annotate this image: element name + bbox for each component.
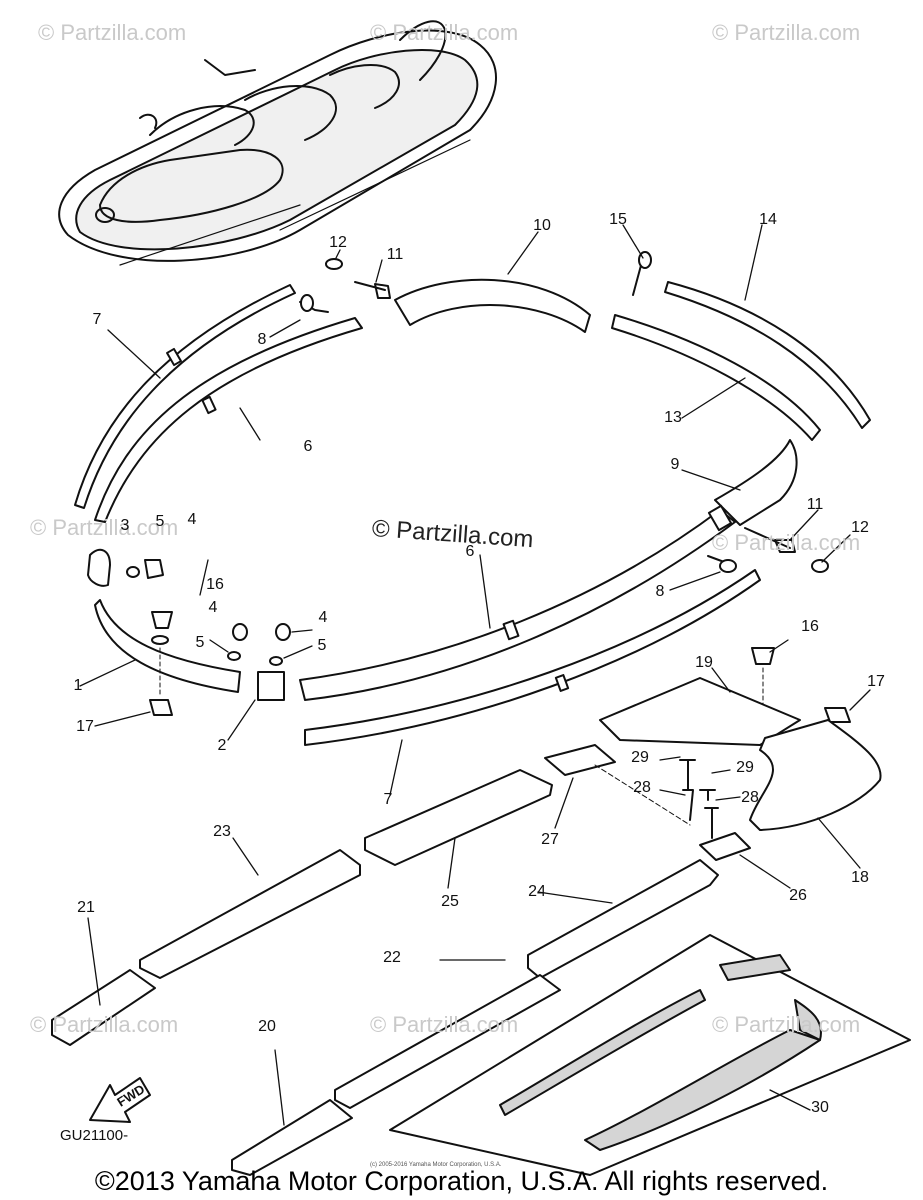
callout-28: 28 — [741, 789, 759, 806]
callout-12: 12 — [329, 234, 347, 251]
part-6-rail-upper — [94, 317, 363, 523]
callout-16: 16 — [206, 576, 224, 593]
part-7-rail-upper — [74, 284, 296, 509]
part-1-rail-front — [94, 599, 241, 693]
part-7-rail-long — [304, 569, 761, 746]
callout-3: 3 — [120, 517, 130, 534]
callout-21: 21 — [77, 899, 95, 916]
callout-6: 6 — [465, 543, 475, 560]
part-24-pad — [527, 859, 719, 979]
callout-8: 8 — [257, 331, 267, 348]
callout-23: 23 — [213, 823, 231, 840]
diagram-code: GU21100- — [60, 1127, 129, 1144]
callout-7: 7 — [383, 791, 393, 808]
callout-12: 12 — [851, 519, 869, 536]
part-18-pad — [749, 719, 882, 831]
callout-4: 4 — [208, 599, 218, 616]
callout-4: 4 — [318, 609, 328, 626]
callout-1: 1 — [73, 677, 83, 694]
callout-9: 9 — [670, 456, 680, 473]
watermark: © Partzilla.com — [30, 1012, 179, 1037]
part-9-rail-end — [714, 439, 798, 526]
part-10-bracket — [394, 278, 591, 333]
callout-13: 13 — [664, 409, 682, 426]
callout-6: 6 — [303, 438, 313, 455]
watercraft-illustration — [58, 20, 497, 266]
part-25-pad — [364, 769, 553, 866]
callout-29: 29 — [631, 749, 649, 766]
callout-2: 2 — [217, 737, 227, 754]
callout-5: 5 — [317, 637, 327, 654]
watermark: © Partzilla.com — [30, 515, 179, 540]
part-2-joint — [257, 671, 285, 701]
watermark: © Partzilla.com — [370, 20, 519, 45]
callout-8: 8 — [655, 583, 665, 600]
watermark: © Partzilla.com — [712, 20, 861, 45]
callout-24: 24 — [528, 883, 546, 900]
callout-15: 15 — [609, 211, 627, 228]
callout-7: 7 — [92, 311, 102, 328]
callout-16: 16 — [801, 618, 819, 635]
watermark: © Partzilla.com — [712, 530, 861, 555]
part-6-rail-long — [299, 509, 736, 701]
callout-27: 27 — [541, 831, 559, 848]
callout-17: 17 — [76, 718, 94, 735]
footer-copyright: ©2013 Yamaha Motor Corporation, U.S.A. A… — [94, 1166, 829, 1196]
callout-20: 20 — [258, 1018, 276, 1035]
callout-28: 28 — [633, 779, 651, 796]
part-30-panel — [389, 934, 911, 1176]
watermark: © Partzilla.com — [370, 1012, 519, 1037]
callout-30: 30 — [811, 1099, 829, 1116]
callout-4: 4 — [187, 511, 197, 528]
watermark: © Partzilla.com — [38, 20, 187, 45]
callout-11: 11 — [386, 246, 404, 263]
part-20-pad — [231, 1099, 353, 1176]
callout-17: 17 — [867, 673, 885, 690]
callout-11: 11 — [806, 496, 824, 513]
callout-22: 22 — [383, 949, 401, 966]
part-19-pad — [599, 677, 801, 746]
tiny-copyright: (c) 2005-2016 Yamaha Motor Corporation, … — [370, 1162, 502, 1168]
part-23-pad — [139, 849, 361, 979]
part-27-plate — [544, 744, 616, 776]
callout-18: 18 — [851, 869, 869, 886]
part-13-rail — [611, 314, 821, 441]
callout-26: 26 — [789, 887, 807, 904]
fwd-arrow — [89, 1077, 151, 1123]
callout-19: 19 — [695, 654, 713, 671]
callout-10: 10 — [533, 217, 551, 234]
callout-29: 29 — [736, 759, 754, 776]
part-21-pad — [51, 969, 156, 1046]
callout-25: 25 — [441, 893, 459, 910]
part-14-rail — [664, 281, 871, 429]
watermark: © Partzilla.com — [712, 1012, 861, 1037]
part-22-pad — [334, 974, 561, 1109]
callout-14: 14 — [759, 211, 777, 228]
callout-5: 5 — [195, 634, 205, 651]
part-3-cap — [87, 548, 111, 587]
part-26-plate — [699, 832, 751, 861]
callout-5: 5 — [155, 513, 165, 530]
